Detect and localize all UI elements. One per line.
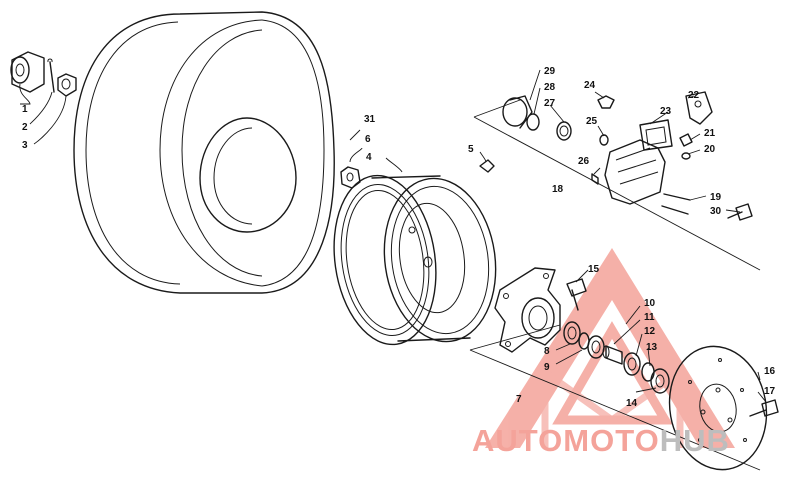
- callout-15: 15: [588, 264, 600, 275]
- callout-11: 11: [644, 312, 655, 323]
- brake-disc: [668, 345, 768, 471]
- caliper-bolt: [727, 203, 753, 221]
- spacer: [602, 345, 623, 365]
- callout-labels: 1 2 3 4 5 6 7 8 9 10 11 12 13 14 15 16 1…: [22, 66, 776, 409]
- callout-24: 24: [584, 80, 596, 91]
- bracket-bolt: [679, 133, 693, 147]
- callout-25: 25: [586, 116, 598, 127]
- watermark-text: AUTOMOTOHUB: [472, 423, 730, 458]
- callout-27: 27: [544, 98, 556, 109]
- dust-seal: [556, 121, 572, 141]
- watermark-logo: [485, 248, 735, 448]
- bearing-right: [623, 352, 641, 376]
- disc-bolt: [749, 399, 779, 417]
- callout-1: 1: [22, 104, 28, 115]
- callout-14: 14: [626, 398, 638, 409]
- callout-8: 8: [544, 346, 550, 357]
- callout-12: 12: [644, 326, 656, 337]
- callout-29: 29: [544, 66, 556, 77]
- callout-9: 9: [544, 362, 550, 373]
- callout-2: 2: [22, 122, 28, 133]
- caliper-piston: [502, 95, 533, 129]
- callout-7: 7: [516, 394, 522, 405]
- brake-caliper: [604, 139, 666, 205]
- callout-23: 23: [660, 106, 672, 117]
- callout-5: 5: [468, 144, 474, 155]
- callout-16: 16: [764, 366, 776, 377]
- piston-seal: [526, 113, 540, 131]
- callout-28: 28: [544, 82, 556, 93]
- seal-right: [641, 362, 655, 382]
- leader-lines: [19, 69, 767, 403]
- brake-hose-bolt: [479, 159, 495, 173]
- caliper-bracket: [685, 91, 713, 125]
- bracket-washer: [681, 152, 691, 160]
- callout-6: 6: [365, 134, 371, 145]
- caliper-bolt-long: [661, 193, 691, 215]
- seal-outer: [650, 368, 670, 394]
- callout-3: 3: [22, 140, 28, 151]
- tire: [73, 11, 335, 294]
- hub-cap: [10, 51, 45, 93]
- callout-30: 30: [710, 206, 722, 217]
- group-brackets: [469, 99, 761, 471]
- callout-18: 18: [552, 184, 564, 195]
- cotter-pin: [47, 58, 55, 93]
- callout-4: 4: [366, 152, 372, 163]
- watermark-m-icon: [541, 365, 684, 448]
- rim: [333, 174, 497, 346]
- bleeder-screw: [597, 95, 615, 109]
- callout-20: 20: [704, 144, 716, 155]
- watermark-text-primary: AUTOMOTO: [472, 423, 660, 458]
- watermark-text-secondary: HUB: [660, 423, 730, 458]
- callout-21: 21: [704, 128, 716, 139]
- pin: [591, 173, 599, 185]
- callout-10: 10: [644, 298, 656, 309]
- callout-26: 26: [578, 156, 590, 167]
- callout-13: 13: [646, 342, 658, 353]
- brake-pads: [639, 119, 673, 151]
- castle-nut: [57, 73, 77, 97]
- callout-19: 19: [710, 192, 722, 203]
- wheel-hub: [494, 267, 561, 353]
- lug-nut: [340, 166, 361, 189]
- svg-text:AUTOMOTOHUB: AUTOMOTOHUB: [472, 423, 730, 458]
- callout-22: 22: [688, 90, 700, 101]
- callout-31: 31: [364, 114, 376, 125]
- caliper-washer: [599, 134, 609, 146]
- callout-17: 17: [764, 386, 776, 397]
- seal-left: [563, 321, 581, 345]
